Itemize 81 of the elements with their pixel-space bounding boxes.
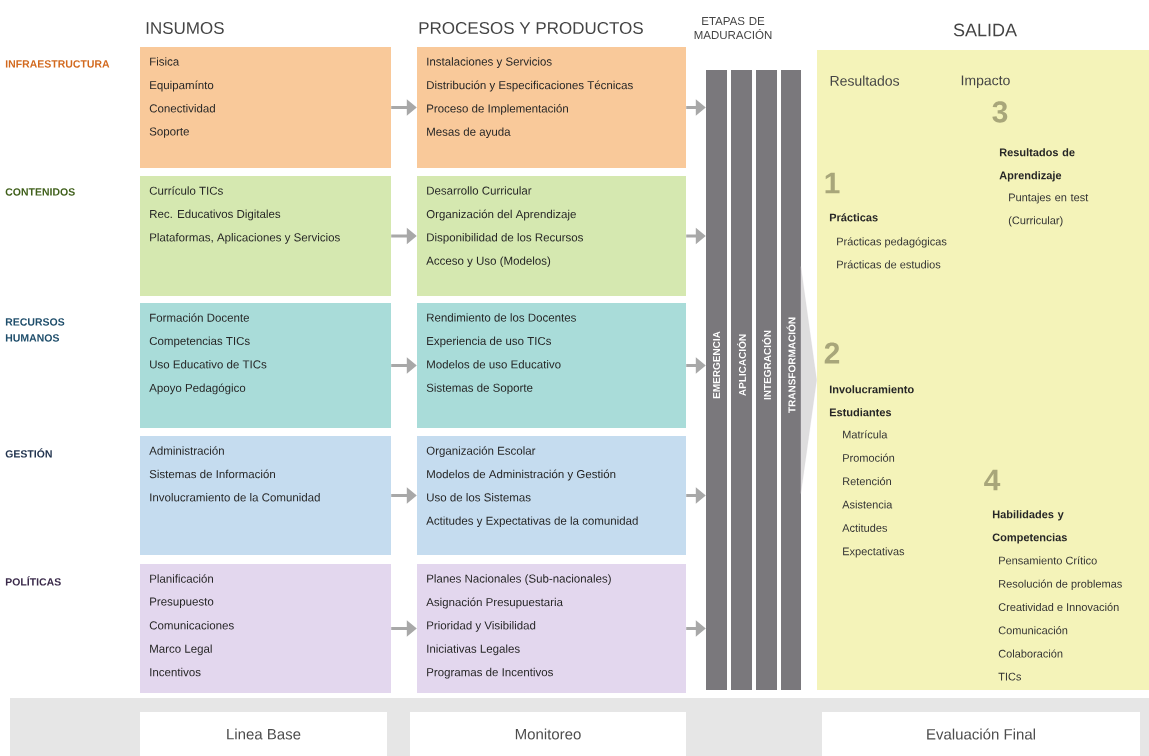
- group-heading: Habilidades y Competencias: [992, 510, 1067, 544]
- list-item: Modelos de Administración y Gestión: [427, 469, 616, 481]
- list-item: Modelos de uso Educativo: [427, 360, 561, 369]
- list-item: Pensamiento Crítico: [999, 556, 1097, 565]
- row-label: GESTIÓN: [5, 448, 52, 458]
- list-item: Proceso de Implementación: [427, 104, 568, 115]
- list-item: Incentivos: [150, 667, 201, 677]
- list-item: Instalaciones y Servicios: [427, 57, 552, 68]
- list-item: Planificación: [150, 574, 213, 583]
- list-item: Competencias TICs: [149, 336, 250, 348]
- stage-bar: APLICACIÓN: [731, 70, 752, 690]
- list-item: Disponibilidad de los Recursos: [427, 233, 583, 244]
- list-item: Asistencia: [842, 500, 893, 509]
- list-item: Uso Educativo de TICs: [150, 360, 267, 369]
- list-item: Distribución y Especificaciones Técnicas: [427, 80, 633, 92]
- list-item: Asignación Presupuestaria: [426, 597, 563, 609]
- list-item: Formación Docente: [150, 313, 249, 322]
- list-item: Retención: [843, 477, 891, 486]
- stage-bar: EMERGENCIA: [706, 70, 727, 690]
- step-number: 1: [825, 172, 840, 194]
- list-item: TICs: [998, 672, 1022, 681]
- list-item: Iniciativas Legales: [427, 644, 520, 656]
- list-item: Planes Nacionales (Sub-nacionales): [427, 574, 611, 585]
- list-item: Actitudes: [842, 523, 888, 532]
- list-item: Soporte: [149, 127, 189, 138]
- list-item: Creatividad e Innovación: [998, 602, 1119, 611]
- list-item: Resolución de problemas: [999, 579, 1122, 590]
- list-item: Organización Escolar: [426, 446, 536, 458]
- phase-box: Linea Base: [140, 712, 387, 756]
- list-item: Puntajes en test (Curricular): [1008, 193, 1089, 227]
- row-label: CONTENIDOS: [5, 188, 75, 196]
- column-heading: Resultados: [830, 75, 900, 86]
- list-item: Prácticas pedagógicas: [837, 237, 947, 248]
- list-item: Acceso y Uso (Modelos): [426, 256, 551, 268]
- group-heading: Involucramiento Estudiantes: [829, 385, 914, 417]
- column-heading: PROCESOS Y PRODUCTOS: [419, 22, 643, 35]
- row-label: INFRAESTRUCTURA: [5, 60, 110, 68]
- step-number: 4: [984, 469, 1001, 491]
- row-label: RECURSOS HUMANOS: [5, 318, 65, 342]
- list-item: Fisica: [150, 57, 180, 66]
- list-item: Prioridad y Visibilidad: [427, 621, 536, 632]
- list-item: Matrícula: [843, 430, 888, 439]
- stage-bar: TRANSFORMACIÓN: [781, 70, 801, 690]
- list-item: Expectativas: [843, 547, 905, 558]
- list-item: Experiencia de uso TICs: [427, 336, 552, 348]
- list-item: Actitudes y Expectativas de la comunidad: [426, 516, 638, 528]
- list-item: Prácticas de estudios: [837, 260, 941, 269]
- list-item: Conectividad: [149, 104, 215, 113]
- list-item: Administración: [149, 446, 224, 455]
- list-item: Plataformas, Aplicaciones y Servicios: [150, 233, 340, 244]
- list-item: Rec. Educativos Digitales: [150, 209, 281, 221]
- list-item: Organización del Aprendizaje: [426, 209, 576, 221]
- chevron-arrow: [800, 266, 817, 494]
- list-item: Apoyo Pedagógico: [149, 383, 246, 395]
- column-heading: ETAPAS DE MADURACIÓN: [694, 16, 772, 40]
- stage-bar: INTEGRACIÓN: [756, 70, 777, 690]
- phase-box: Monitoreo: [410, 712, 686, 756]
- row-label: POLÍTICAS: [5, 576, 61, 586]
- list-item: Desarrollo Curricular: [427, 186, 532, 195]
- list-item: Sistemas de Información: [149, 469, 275, 479]
- list-item: Comunicación: [998, 626, 1068, 635]
- list-item: Involucramiento de la Comunidad: [150, 493, 320, 502]
- list-item: Sistemas de Soporte: [426, 383, 533, 395]
- step-number: 3: [992, 101, 1008, 123]
- list-item: Mesas de ayuda: [427, 127, 511, 139]
- list-item: Presupuesto: [150, 597, 214, 608]
- list-item: Rendimiento de los Docentes: [427, 313, 576, 322]
- section-heading: SALIDA: [953, 23, 1017, 37]
- list-item: Marco Legal: [150, 644, 212, 656]
- list-item: Colaboración: [998, 649, 1063, 658]
- list-item: Programas de Incentivos: [427, 667, 553, 679]
- list-item: Equipamínto: [150, 80, 214, 92]
- list-item: Currículo TICs: [149, 186, 223, 195]
- list-item: Uso de los Sistemas: [427, 493, 531, 502]
- phase-box: Evaluación Final: [822, 712, 1140, 756]
- list-item: Comunicaciones: [149, 621, 234, 630]
- column-heading: Impacto: [961, 75, 1010, 89]
- step-number: 2: [824, 342, 840, 364]
- group-heading: Resultados de Aprendizaje: [999, 148, 1075, 182]
- list-item: Promoción: [843, 453, 895, 462]
- group-heading: Prácticas: [829, 213, 878, 222]
